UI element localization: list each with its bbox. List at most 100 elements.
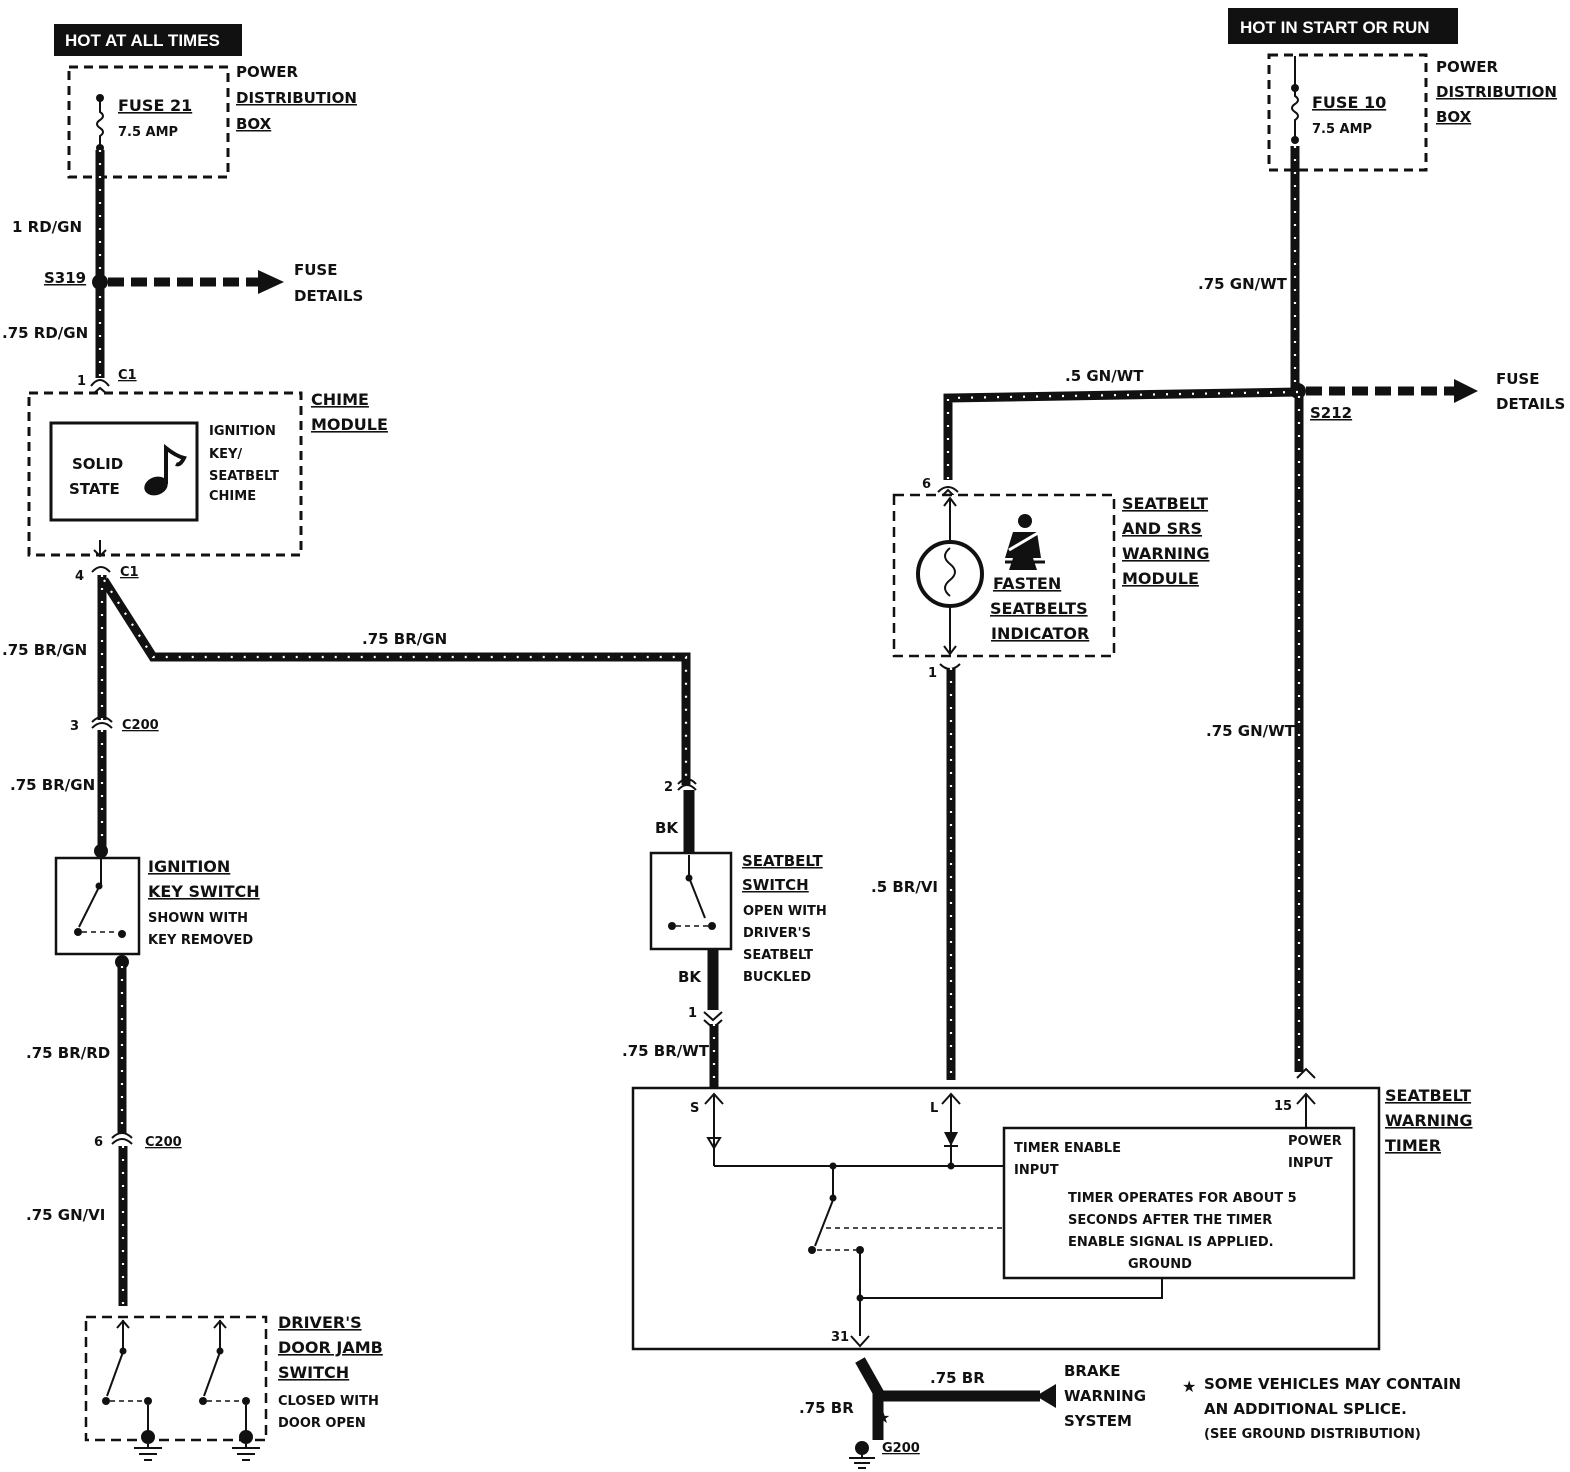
splice-star-icon: ★: [876, 1408, 890, 1427]
hot-in-start-or-run-header: HOT IN START OR RUN: [1240, 18, 1430, 37]
timer-label-1: SEATBELT: [1385, 1086, 1471, 1105]
srs-module-label-3: WARNING: [1122, 544, 1210, 563]
wire-s212-fuse-details: [1306, 379, 1478, 403]
indicator-label-3: INDICATOR: [991, 624, 1089, 643]
right-fuse-rating: 7.5 AMP: [1312, 122, 1372, 137]
door-switch-label-3: SWITCH: [278, 1363, 349, 1382]
timer-node-3: [856, 1294, 864, 1302]
timer-pin-15: 15: [1274, 1099, 1292, 1114]
door-jamb-switch-box: [84, 1315, 268, 1442]
wire-75-br-gn-horizontal: [100, 577, 691, 785]
chime-module-label-2: MODULE: [311, 415, 388, 434]
timer-node-1: [829, 1162, 837, 1170]
right-fuse-terminal-bottom: [1291, 136, 1299, 144]
seatbelt-switch-label-1: SEATBELT: [742, 852, 823, 870]
srs-module-label-4: MODULE: [1122, 569, 1199, 588]
timer-description-4: GROUND: [1128, 1257, 1192, 1272]
c200-pin-6: 6: [94, 1135, 103, 1150]
left-box-label-3: BOX: [236, 115, 272, 133]
timer-pin-15-arrow: [1296, 1092, 1316, 1128]
right-box-label-2: DISTRIBUTION: [1436, 83, 1557, 101]
connector-c1-bottom-label: C1: [120, 565, 139, 580]
timer-pin-l: L: [930, 1101, 938, 1116]
footnote-star-icon: ★: [1182, 1377, 1196, 1396]
left-box-label-2: DISTRIBUTION: [236, 89, 357, 107]
door-switch-label-1: DRIVER'S: [278, 1313, 362, 1332]
right-power-distribution-box: [1267, 53, 1428, 172]
door-switch-ground-left: [134, 1430, 162, 1461]
fasten-seatbelts-lamp-icon: [916, 540, 984, 608]
left-fuse-terminal-top: [96, 94, 104, 102]
chime-text-2: KEY/: [209, 447, 242, 462]
wire-label-br-gn-horizontal: .75 BR/GN: [362, 630, 447, 648]
chime-module-box: [27, 391, 303, 557]
timer-description-2: SECONDS AFTER THE TIMER: [1068, 1213, 1272, 1228]
wire-label-br-rd: .75 BR/RD: [26, 1044, 110, 1062]
seatbelt-switch-contact: [688, 855, 706, 919]
hot-in-start-or-run-header-bg: [1228, 8, 1458, 44]
timer-pin-l-diode: [944, 1132, 958, 1146]
wire-label-bk-top: BK: [655, 819, 679, 837]
chime-text-4: CHIME: [209, 489, 256, 504]
wire-label-bk-bottom: BK: [678, 968, 702, 986]
chime-module-label-1: CHIME: [311, 390, 369, 409]
connector-c1-top-label: C1: [118, 368, 137, 383]
ignition-switch-label-1: IGNITION: [148, 857, 230, 876]
ignition-switch-label-2: KEY SWITCH: [148, 882, 260, 901]
ground-g200-icon: [849, 1441, 875, 1469]
wire-label-1-rd-gn: 1 RD/GN: [12, 218, 82, 236]
seatbelt-switch-note-4: BUCKLED: [743, 970, 811, 985]
timer-description-3: ENABLE SIGNAL IS APPLIED.: [1068, 1235, 1274, 1250]
ignition-switch-contact: [78, 858, 102, 928]
ground-g200-label: G200: [882, 1441, 920, 1456]
timer-relay-pivot: [829, 1194, 837, 1202]
timer-relay-link: [817, 1227, 1004, 1251]
sb-switch-pin-1: 1: [688, 1006, 697, 1021]
timer-power-input-2: INPUT: [1288, 1156, 1333, 1171]
left-fuse-details-2: DETAILS: [294, 287, 363, 305]
sb-switch-pin-2: 2: [664, 780, 673, 795]
connector-c1-bottom: [91, 540, 111, 573]
seatbelt-switch-label-2: SWITCH: [742, 876, 809, 894]
solid-state-box: [49, 421, 199, 522]
wire-label-br-vi: .5 BR/VI: [871, 878, 938, 896]
hot-at-all-times-header-bg: [54, 24, 242, 56]
chime-pin-1: 1: [77, 374, 86, 389]
seatbelt-switch-note-1: OPEN WITH: [743, 904, 827, 919]
timer-label-3: TIMER: [1385, 1136, 1441, 1155]
right-box-label-1: POWER: [1436, 58, 1499, 76]
hot-at-all-times-header: HOT AT ALL TIMES: [65, 31, 220, 50]
ignition-switch-contact-b: [118, 930, 126, 938]
timer-label-2: WARNING: [1385, 1111, 1473, 1130]
footnote-line-3: (SEE GROUND DISTRIBUTION): [1204, 1427, 1421, 1442]
brake-warning-1: BRAKE: [1064, 1362, 1120, 1380]
seatbelt-switch-note-2: DRIVER'S: [743, 926, 811, 941]
timer-pin-l-arrow: [941, 1092, 961, 1166]
connector-c200-top: [91, 716, 113, 729]
left-fuse-rating: 7.5 AMP: [118, 125, 178, 140]
srs-pin-1: 1: [928, 666, 937, 681]
chime-text-1: IGNITION: [209, 424, 276, 439]
left-box-label-1: POWER: [236, 63, 299, 81]
right-fuse-details-1: FUSE: [1496, 370, 1539, 388]
timer-description-1: TIMER OPERATES FOR ABOUT 5: [1068, 1191, 1297, 1206]
wire-label-br-wt: .75 BR/WT: [622, 1042, 710, 1060]
brake-warning-2: WARNING: [1064, 1387, 1146, 1405]
connector-c200-top-label: C200: [122, 718, 159, 733]
seatbelt-switch-box: [649, 851, 733, 951]
timer-pin-s: S: [690, 1101, 699, 1116]
sb-switch-connector-top: [677, 778, 697, 791]
splice-s319-label: S319: [44, 269, 86, 287]
wire-75-br-ground: [855, 1357, 884, 1440]
seatbelt-switch-contact-b: [708, 922, 716, 930]
connector-c200-bottom: [111, 1132, 133, 1145]
solid-state-2: STATE: [69, 480, 120, 498]
footnote-line-2: AN ADDITIONAL SPLICE.: [1204, 1400, 1407, 1418]
right-fuse-symbol: [1291, 56, 1299, 140]
wire-label-gn-vi: .75 GN/VI: [26, 1206, 105, 1224]
right-fuse-terminal-top: [1291, 84, 1299, 92]
timer-internal-bus: [714, 1165, 1163, 1336]
splice-s319-dot: [92, 274, 108, 290]
wire-label-br-brake: .75 BR: [930, 1369, 985, 1387]
